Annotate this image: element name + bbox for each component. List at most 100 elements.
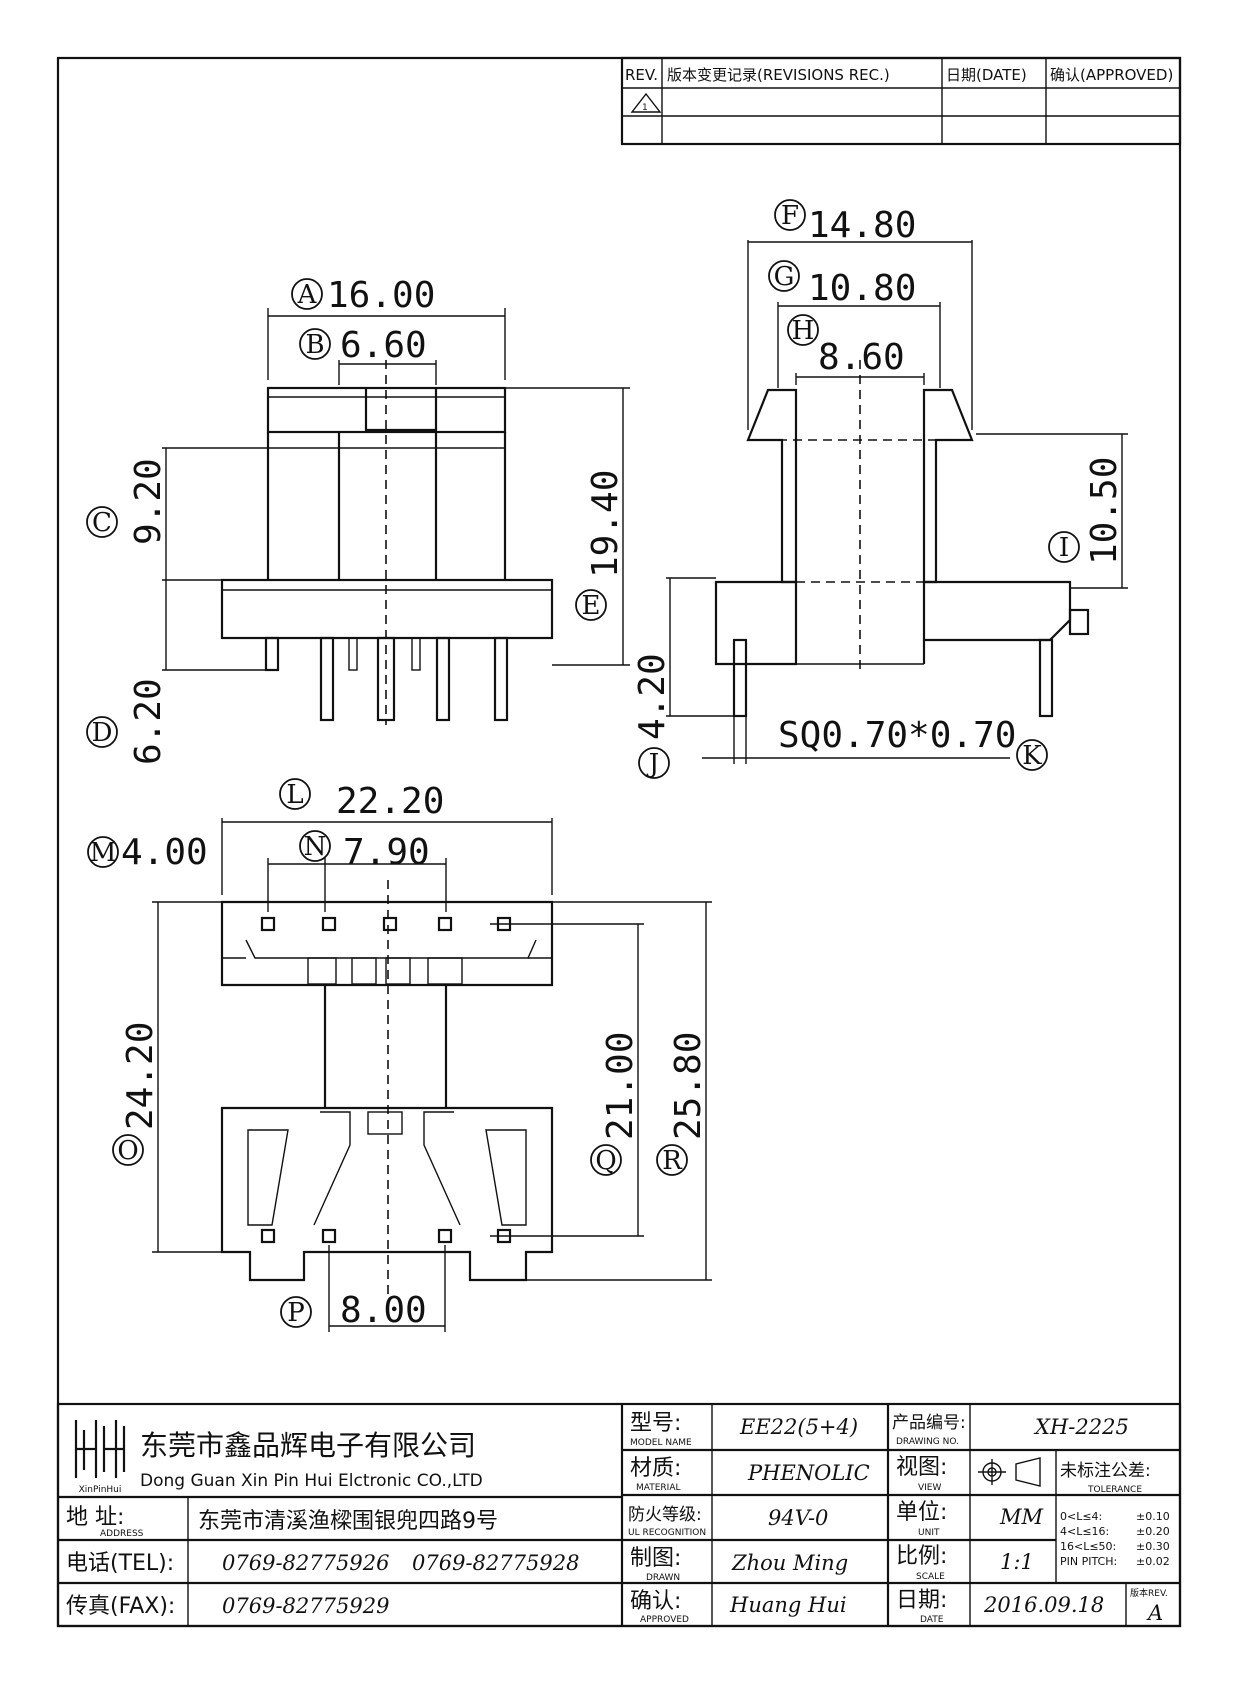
dim-i-letter: I (1059, 533, 1069, 563)
date-label: 日期: (896, 1588, 947, 1613)
dim-f-letter: F (781, 201, 799, 231)
dim-b-letter: B (305, 330, 324, 360)
scale-label-en: SCALE (916, 1572, 945, 1582)
dim-d-value: 6.20 (128, 678, 169, 765)
tolerance-range-4: PIN PITCH: (1060, 1555, 1117, 1568)
material-value: PHENOLIC (747, 1461, 870, 1485)
tolerance-label: 未标注公差: (1060, 1461, 1151, 1481)
tolerance-value-3: ±0.30 (1136, 1540, 1170, 1553)
revisions-header: 版本变更记录(REVISIONS REC.) (667, 66, 890, 84)
dim-o-value: 24.20 (120, 1022, 161, 1130)
front-view (162, 308, 630, 725)
dimension-k: SQ0.70*0.70 K (778, 715, 1048, 771)
tolerance-label-en: TOLERANCE (1087, 1485, 1142, 1495)
dim-h-letter: H (792, 316, 815, 346)
tolerance-range-2: 4<L≤16: (1060, 1525, 1109, 1538)
dim-g-value: 10.80 (808, 268, 916, 309)
dimension-d: D 6.20 (86, 678, 169, 765)
unit-label: 单位: (896, 1500, 947, 1525)
ul-label-en: UL RECOGNITION (628, 1528, 706, 1538)
material-label: 材质: (630, 1456, 681, 1481)
side-view (666, 240, 1128, 764)
dim-a-letter: A (297, 280, 318, 310)
unit-label-en: UNIT (918, 1528, 940, 1538)
sheet-border (56, 56, 1182, 1628)
dim-i-value: 10.50 (1084, 457, 1125, 565)
dim-n-value: 7.90 (343, 832, 430, 873)
tel-value-1: 0769-82775926 (222, 1551, 389, 1575)
ul-label: 防火等级: (628, 1505, 702, 1525)
logo-text: XinPinHui (79, 1485, 122, 1495)
dim-q-letter: Q (595, 1146, 616, 1176)
dim-e-letter: E (582, 591, 601, 621)
tolerance-range-3: 16<L≤50: (1060, 1540, 1116, 1553)
rev-header: REV. (625, 66, 658, 84)
company-name-cn: 东莞市鑫品辉电子有限公司 (140, 1429, 476, 1462)
tolerance-value-1: ±0.10 (1136, 1510, 1170, 1523)
dim-k-letter: K (1022, 741, 1042, 771)
dim-r-value: 25.80 (668, 1032, 709, 1140)
dim-a-value: 16.00 (327, 275, 435, 316)
date-value: 2016.09.18 (983, 1593, 1104, 1617)
scale-label: 比例: (896, 1544, 947, 1569)
dim-j-value: 4.20 (632, 653, 673, 740)
dim-h-value: 8.60 (818, 337, 905, 378)
unit-value: MM (999, 1505, 1044, 1529)
address-label: 地 址: (66, 1505, 124, 1530)
approved-label-en: APPROVED (640, 1615, 689, 1625)
dim-o-letter: O (117, 1136, 138, 1166)
dimension-e: E 19.40 (575, 470, 626, 621)
dimension-h: H 8.60 (787, 314, 905, 378)
dim-d-letter: D (92, 718, 113, 748)
dim-p-value: 8.00 (340, 1290, 427, 1331)
rev-approved-header: 确认(APPROVED) (1050, 66, 1173, 84)
dim-c-value: 9.20 (128, 458, 169, 545)
dim-k-value: SQ0.70*0.70 (778, 715, 1016, 756)
revision-block: REV. 版本变更记录(REVISIONS REC.) 日期(DATE) 确认(… (620, 56, 1182, 146)
scale-value: 1:1 (1000, 1550, 1034, 1574)
rev-label: 版本REV. (1130, 1587, 1168, 1599)
dimension-r: R 25.80 (656, 1032, 709, 1176)
dimension-q: Q 21.00 (590, 1032, 641, 1176)
drawn-label: 制图: (630, 1546, 681, 1571)
dimension-o: O 24.20 (112, 1022, 161, 1166)
revision-triangle-icon (630, 92, 662, 113)
model-label-en: MODEL NAME (630, 1438, 692, 1448)
dim-l-letter: L (286, 780, 303, 810)
approved-label: 确认: (630, 1589, 681, 1614)
tolerance-range-1: 0<L≤4: (1060, 1510, 1102, 1523)
address-label-en: ADDRESS (100, 1529, 144, 1539)
dimension-c: C 9.20 (86, 458, 169, 545)
drawn-label-en: DRAWN (646, 1573, 680, 1583)
drawing-no-value: XH-2225 (1033, 1415, 1129, 1439)
fax-value: 0769-82775929 (222, 1594, 389, 1618)
dim-b-value: 6.60 (340, 325, 427, 366)
dimension-n: N 7.90 (299, 830, 430, 873)
model-value: EE22(5+4) (739, 1415, 858, 1439)
dim-p-letter: P (287, 1298, 305, 1328)
tolerance-value-2: ±0.20 (1136, 1525, 1170, 1538)
tolerance-value-4: ±0.02 (1136, 1555, 1170, 1568)
dim-g-letter: G (774, 262, 795, 292)
dim-r-letter: R (662, 1146, 683, 1176)
view-label: 视图: (896, 1455, 947, 1480)
dim-m-letter: M (90, 838, 117, 868)
dimension-g: G 10.80 (768, 260, 916, 309)
drawing-no-label-en: DRAWING NO. (896, 1437, 959, 1447)
dim-n-letter: N (304, 832, 327, 862)
dim-m-value: 4.00 (121, 832, 208, 873)
revision-symbol: 1 (642, 103, 648, 113)
dimension-f: F 14.80 (774, 199, 916, 246)
dim-e-value: 19.40 (585, 470, 626, 578)
dimension-j: J 4.20 (632, 653, 673, 779)
material-label-en: MATERIAL (636, 1483, 681, 1493)
rev-date-header: 日期(DATE) (946, 66, 1027, 84)
projection-symbol-icon (978, 1457, 1041, 1487)
model-label: 型号: (630, 1411, 681, 1436)
drawing-no-label: 产品编号: (892, 1413, 966, 1433)
tel-label: 电话(TEL): (66, 1551, 174, 1576)
dimension-i: I 10.50 (1048, 457, 1125, 565)
title-block: XinPinHui 东莞市鑫品辉电子有限公司 Dong Guan Xin Pin… (56, 1402, 1182, 1628)
bottom-view (152, 818, 712, 1332)
